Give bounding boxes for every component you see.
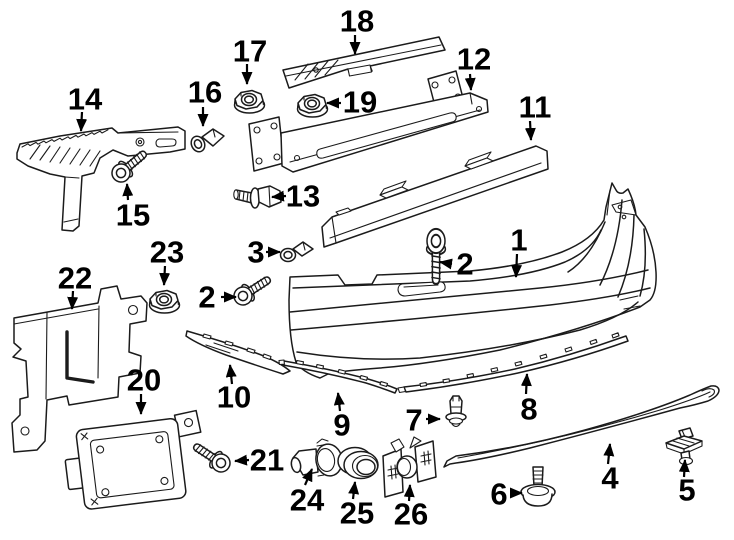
callout-arrow-2: [439, 258, 453, 270]
part-23-nut: [148, 289, 181, 314]
callout-5[interactable]: 5: [678, 459, 696, 508]
callout-label-1[interactable]: 1: [510, 223, 527, 258]
callout-label-4[interactable]: 4: [601, 461, 619, 496]
part-3-clip-nut: [279, 241, 314, 263]
part-16-clip-nut: [190, 128, 225, 153]
callout-arrow-11: [524, 120, 536, 141]
part-26-sensor-bracket: [382, 436, 437, 498]
callout-22[interactable]: 22: [58, 261, 92, 310]
part-14-side-bracket: [16, 126, 186, 232]
callout-arrow-25: [348, 481, 360, 500]
callout-label-24[interactable]: 24: [290, 483, 325, 518]
callout-12[interactable]: 12: [457, 42, 491, 91]
part-18-mount-rail: [282, 36, 446, 89]
part-1-bumper-cover: [288, 182, 657, 379]
callout-arrow-12: [464, 73, 476, 91]
callout-label-19[interactable]: 19: [343, 85, 377, 120]
callout-arrow-9: [333, 392, 345, 412]
callout-3[interactable]: 3: [247, 235, 281, 270]
callout-label-7[interactable]: 7: [405, 403, 422, 438]
part-12-impact-bar: [248, 70, 489, 173]
callout-9[interactable]: 9: [333, 392, 351, 443]
callout-arrow-10: [225, 364, 237, 385]
callout-label-12[interactable]: 12: [457, 42, 491, 77]
part-25-grommet: [337, 446, 379, 480]
part-11-energy-absorber: [321, 145, 549, 248]
callout-arrow-13: [271, 190, 287, 202]
callout-15[interactable]: 15: [116, 183, 150, 233]
part-5-retainer-clip: [665, 427, 703, 466]
part-17-nut: [233, 89, 266, 114]
callout-26[interactable]: 26: [394, 484, 428, 532]
callout-6[interactable]: 6: [490, 477, 523, 512]
part-10-side-molding: [185, 330, 291, 375]
callout-label-18[interactable]: 18: [340, 4, 374, 39]
callout-13[interactable]: 13: [271, 179, 320, 214]
callout-7[interactable]: 7: [405, 403, 441, 438]
callout-arrow-26: [403, 484, 415, 502]
callout-label-17[interactable]: 17: [233, 34, 267, 69]
callout-23[interactable]: 23: [150, 235, 184, 286]
part-20-sensor-module: [64, 409, 202, 510]
callout-arrow-24: [302, 468, 314, 486]
callout-20[interactable]: 20: [127, 363, 161, 415]
callout-17[interactable]: 17: [233, 34, 267, 85]
callout-arrow-15: [122, 183, 134, 201]
callout-arrow-8: [520, 373, 532, 395]
callout-18[interactable]: 18: [340, 4, 374, 55]
callout-arrow-1: [511, 253, 523, 278]
callout-19[interactable]: 19: [326, 85, 377, 120]
callout-24[interactable]: 24: [290, 468, 325, 518]
callout-label-23[interactable]: 23: [150, 235, 184, 270]
part-2-screw-left: [229, 270, 276, 310]
part-4-lower-spoiler: [443, 385, 720, 468]
callout-label-5[interactable]: 5: [678, 473, 695, 508]
part-24-park-sensor: [290, 438, 343, 477]
callout-21[interactable]: 21: [234, 443, 284, 478]
callout-label-13[interactable]: 13: [286, 179, 320, 214]
callout-16[interactable]: 16: [188, 75, 222, 127]
callout-14[interactable]: 14: [68, 82, 103, 132]
callout-10[interactable]: 10: [217, 364, 251, 415]
callout-label-22[interactable]: 22: [58, 261, 92, 296]
callout-2[interactable]: 2: [439, 247, 474, 282]
callout-arrow-21: [234, 454, 250, 466]
part-21-screw: [188, 437, 235, 477]
part-8-lower-strip: [397, 332, 629, 394]
callout-arrow-5: [678, 459, 690, 478]
callout-arrow-23: [159, 265, 171, 286]
callout-8[interactable]: 8: [520, 373, 538, 427]
part-13-bolt: [233, 185, 282, 209]
callout-11[interactable]: 11: [519, 90, 552, 141]
callout-arrow-22: [67, 290, 79, 310]
part-22-mount-bracket: [11, 285, 148, 453]
callout-label-20[interactable]: 20: [127, 363, 161, 398]
callout-arrow-4: [603, 443, 615, 465]
callout-1[interactable]: 1: [510, 223, 528, 278]
callout-label-21[interactable]: 21: [250, 443, 284, 478]
callout-label-3[interactable]: 3: [247, 235, 264, 270]
callout-label-2[interactable]: 2: [198, 280, 215, 315]
callout-arrow-14: [76, 111, 88, 132]
callout-label-11[interactable]: 11: [519, 90, 552, 125]
callout-label-2[interactable]: 2: [456, 247, 473, 282]
callout-label-25[interactable]: 25: [340, 496, 374, 531]
callout-4[interactable]: 4: [601, 443, 619, 496]
part-7-push-clip: [445, 395, 467, 428]
part-6-washer-screw: [520, 466, 556, 507]
callout-label-8[interactable]: 8: [520, 392, 537, 427]
callout-label-15[interactable]: 15: [116, 198, 150, 233]
part-9-lower-strip: [278, 359, 398, 394]
callout-label-10[interactable]: 10: [217, 380, 251, 415]
callout-2[interactable]: 2: [198, 280, 237, 315]
callout-label-14[interactable]: 14: [68, 82, 103, 117]
callout-25[interactable]: 25: [340, 481, 374, 531]
callout-label-9[interactable]: 9: [333, 408, 350, 443]
callout-label-6[interactable]: 6: [490, 477, 507, 512]
part-19-nut: [296, 93, 329, 118]
callout-label-16[interactable]: 16: [188, 75, 222, 110]
callout-label-26[interactable]: 26: [394, 497, 428, 532]
